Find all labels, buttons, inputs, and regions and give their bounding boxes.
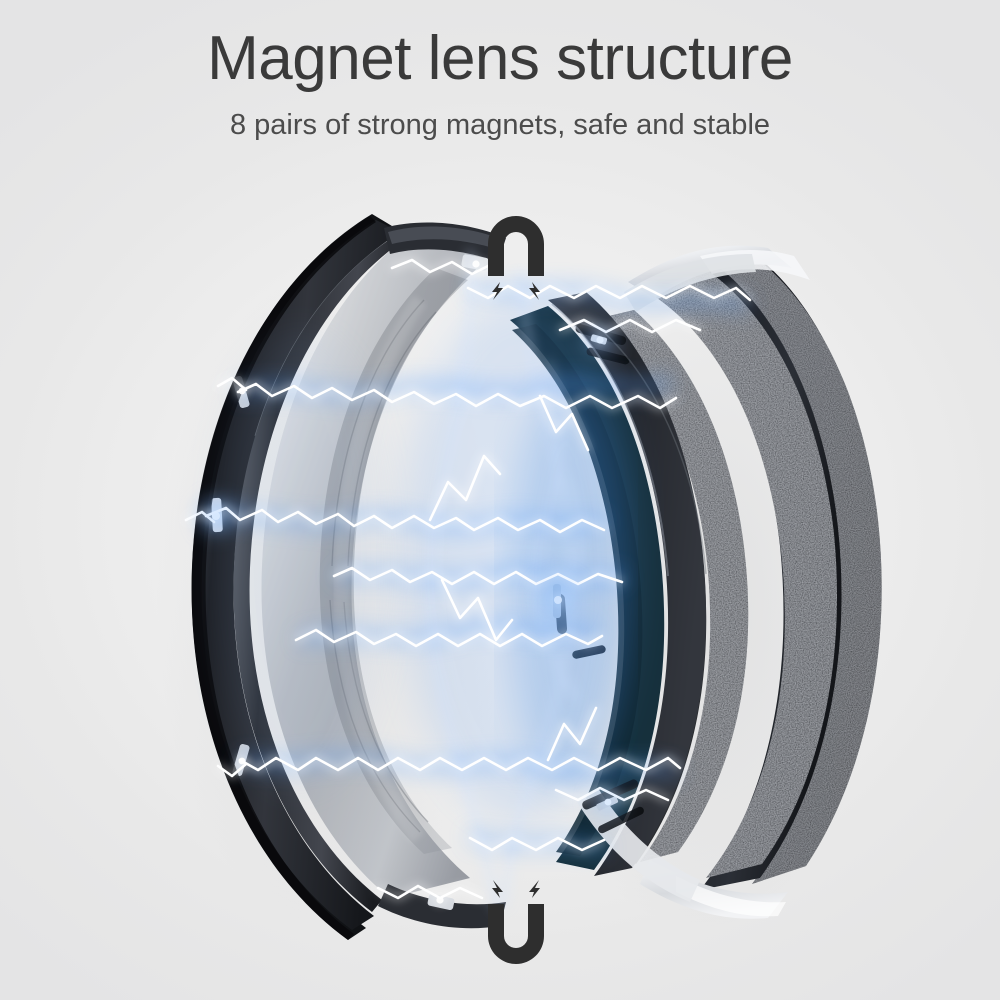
header: Magnet lens structure 8 pairs of strong … (0, 0, 1000, 142)
lightning-bolt-icon (492, 880, 540, 898)
horseshoe-magnet-icon-bottom (488, 880, 544, 964)
horseshoe-magnet-icon-top (488, 216, 544, 300)
page-subtitle: 8 pairs of strong magnets, safe and stab… (229, 108, 771, 141)
lightning-bolt-icon (492, 282, 540, 300)
vr-headset-body (510, 245, 882, 919)
page-title: Magnet lens structure (207, 24, 793, 93)
